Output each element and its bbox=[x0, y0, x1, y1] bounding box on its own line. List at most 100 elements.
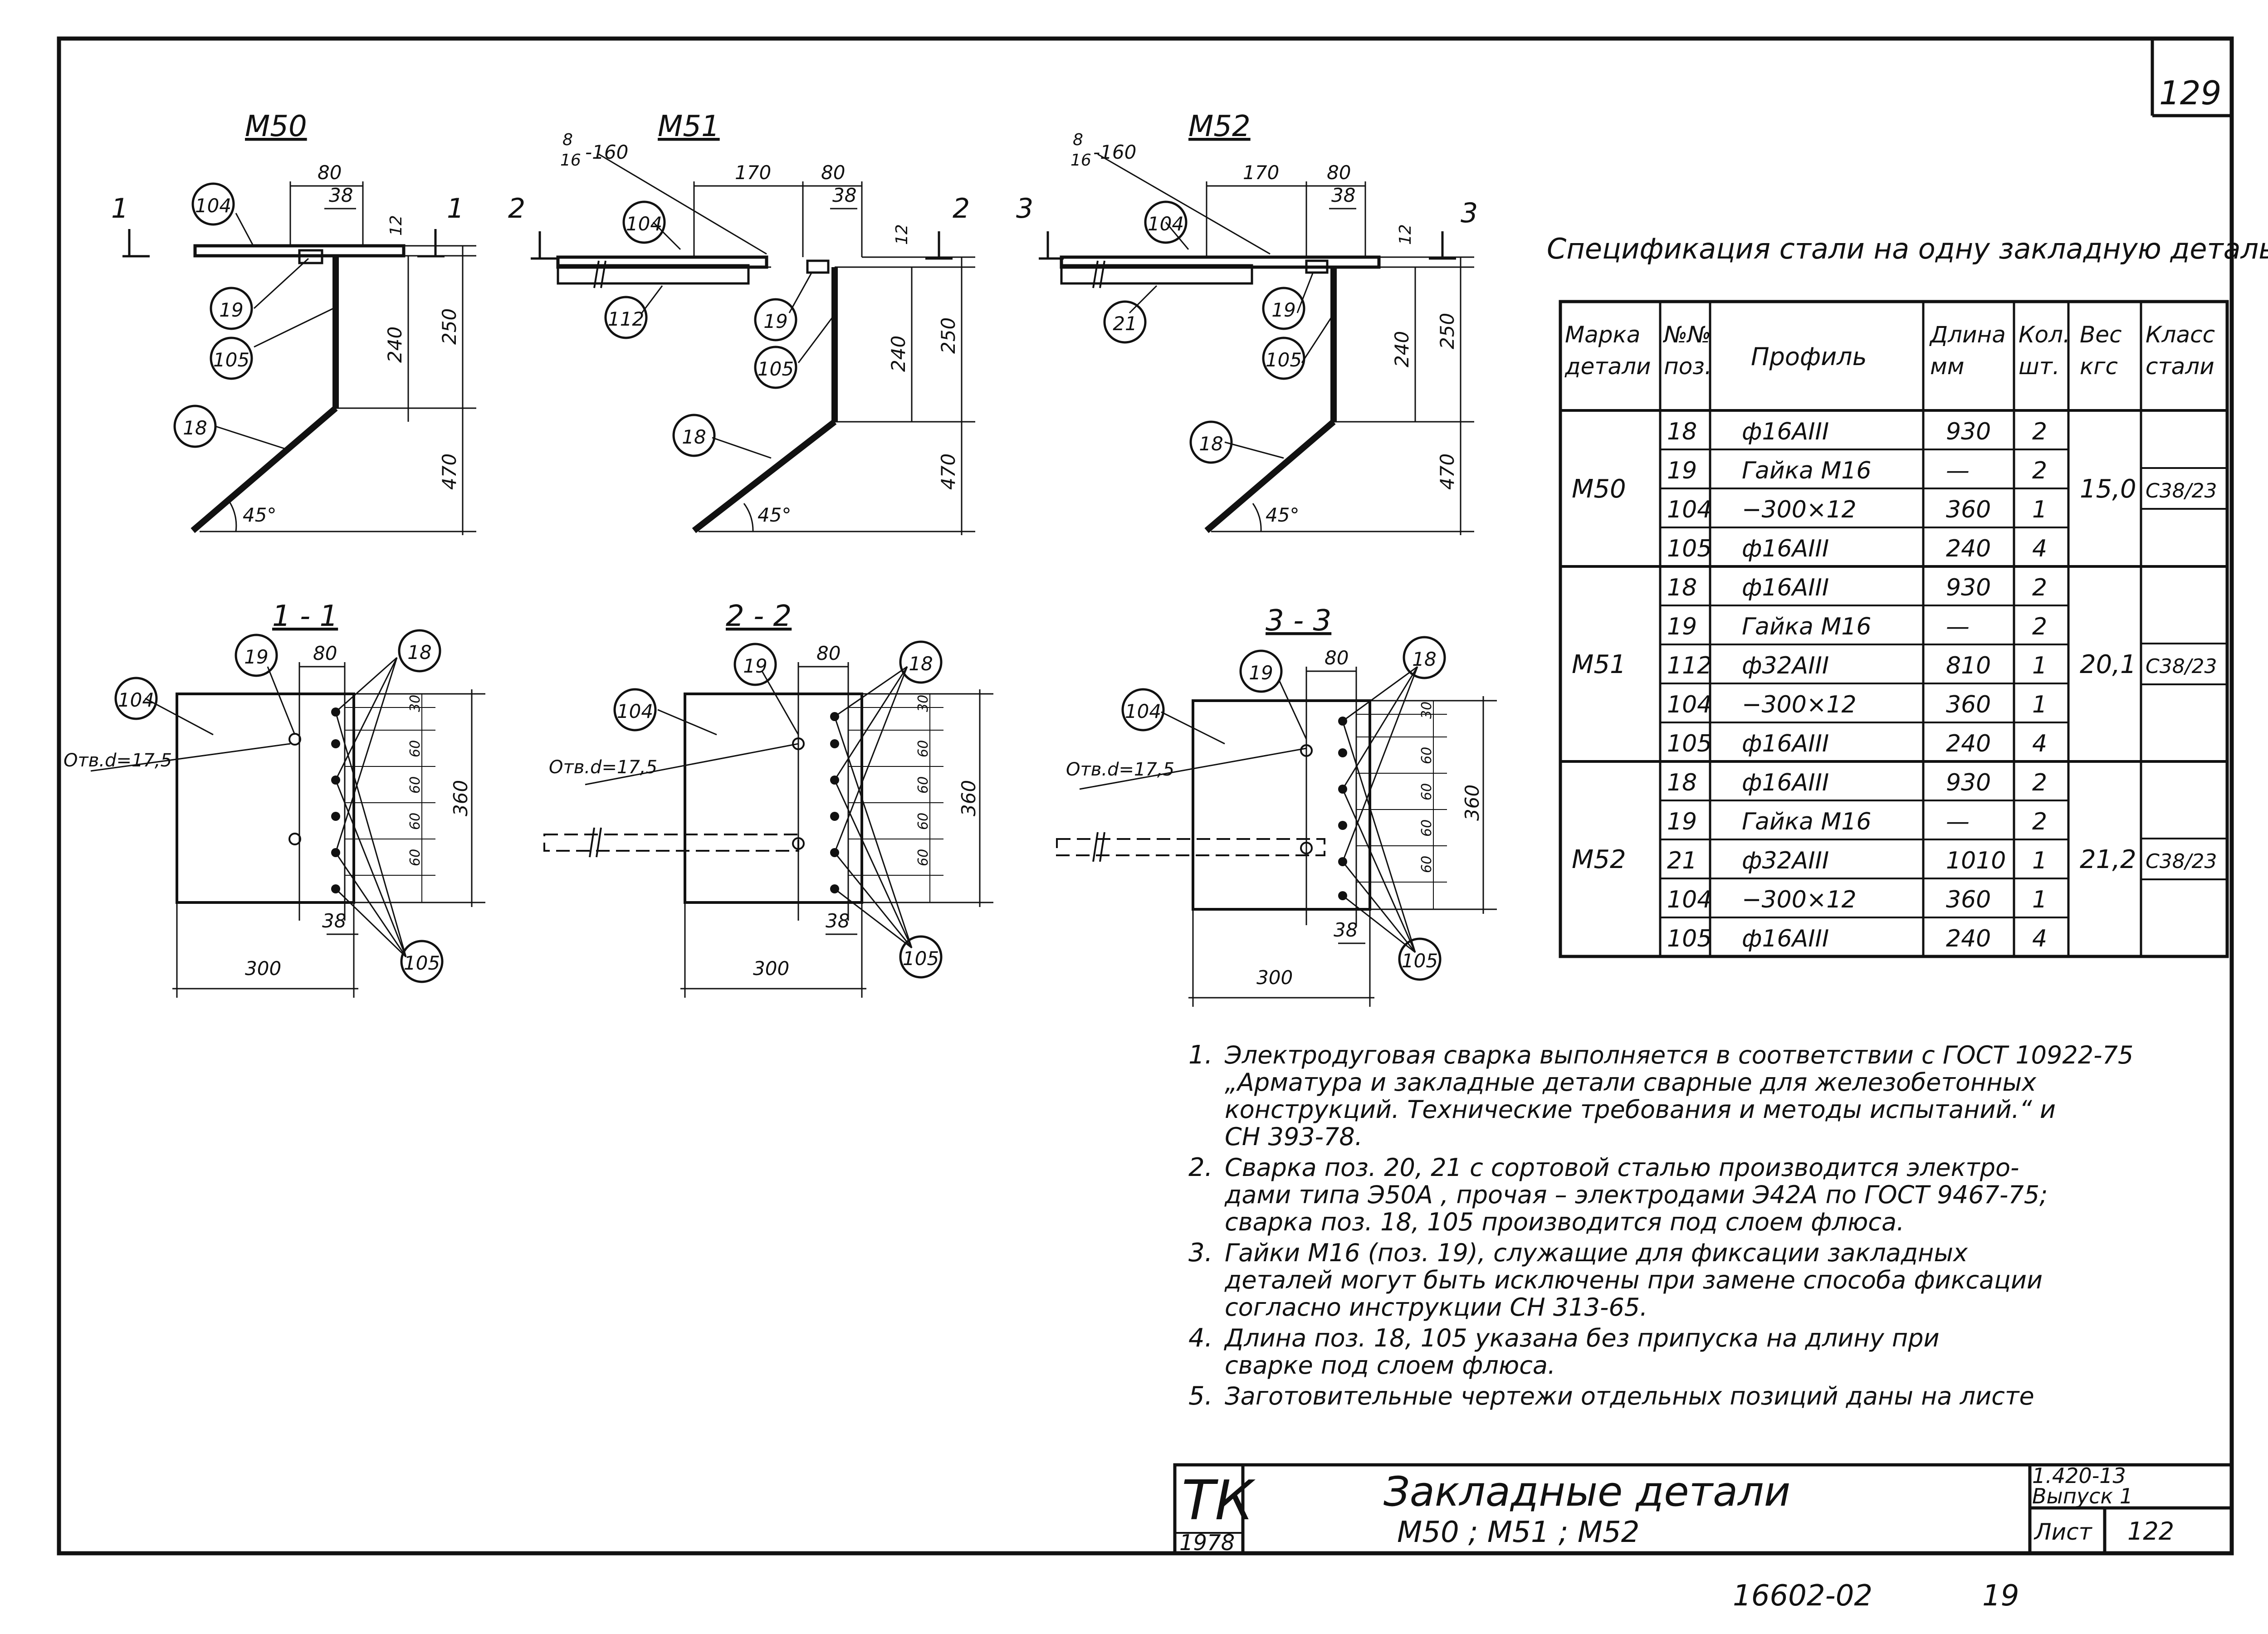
section-mark-left: 3 bbox=[1016, 193, 1033, 224]
spacing-denominator: 16 bbox=[1070, 151, 1091, 170]
spec-cell-pos: 105 bbox=[1667, 925, 1712, 952]
dim-80: 80 bbox=[313, 642, 337, 664]
spec-header-length: мм bbox=[1930, 353, 1964, 380]
callout-plate: 104 bbox=[617, 700, 653, 722]
dim-38: 38 bbox=[322, 910, 346, 932]
callout-circle bbox=[1239, 649, 1283, 693]
spec-cell-length: 930 bbox=[1946, 574, 1991, 601]
dim-38: 38 bbox=[832, 184, 856, 206]
callout-stud: 105 bbox=[1266, 349, 1302, 371]
dim-250: 250 bbox=[1436, 313, 1458, 349]
spec-cell-pos: 19 bbox=[1667, 808, 1697, 835]
spec-frame bbox=[1559, 300, 2229, 958]
dim-angle: 45° bbox=[1266, 504, 1299, 526]
spacing-numerator: 8 bbox=[1073, 131, 1083, 149]
view-m51-labels: M51 8 16 -160 2 2 104 112 19 105 18 170 … bbox=[508, 110, 970, 526]
note-number: 4. bbox=[1188, 1323, 1212, 1353]
callout-plate: 104 bbox=[1148, 213, 1184, 235]
corner-sheet-number: 129 bbox=[2159, 74, 2221, 112]
spec-cell-pos: 112 bbox=[1667, 652, 1712, 679]
spec-cell-length: 360 bbox=[1946, 691, 1991, 718]
spec-header-mark: Марка bbox=[1565, 322, 1640, 348]
spec-cell-pos: 18 bbox=[1667, 574, 1697, 601]
spec-cell-pos: 105 bbox=[1667, 730, 1712, 757]
dim-pitch: 60 bbox=[407, 740, 423, 757]
section-mark-right: 3 bbox=[1461, 197, 1478, 229]
callout-anchor: 18 bbox=[909, 653, 933, 675]
dim-360: 360 bbox=[450, 780, 472, 816]
callout-circle bbox=[1121, 688, 1165, 732]
spec-cell-length: 1010 bbox=[1946, 847, 2006, 874]
view-m52 bbox=[1039, 153, 1474, 535]
callout-plate: 104 bbox=[118, 689, 154, 711]
dim-80: 80 bbox=[1325, 647, 1349, 669]
note-line: деталей могут быть исключены при замене … bbox=[1224, 1266, 2043, 1294]
dim-80: 80 bbox=[816, 642, 841, 664]
view-m51-title: M51 bbox=[658, 110, 720, 143]
callout-stud: 105 bbox=[404, 952, 440, 974]
note-line: Заготовительные чертежи отдельных позици… bbox=[1225, 1382, 2034, 1410]
dim-38: 38 bbox=[1331, 184, 1355, 206]
callout-stud: 105 bbox=[758, 358, 794, 380]
title-block-text: ТК 1978 Закладные детали M50 ; M51 ; M52… bbox=[1179, 1463, 2174, 1556]
spec-cell-pos: 104 bbox=[1667, 496, 1712, 523]
view-m50-labels: M50 1 1 104 19 105 18 80 38 12 240 250 4… bbox=[111, 110, 464, 526]
note-line: дами типа Э50А , прочая – электродами Э4… bbox=[1224, 1180, 2048, 1209]
callout-circle bbox=[1403, 636, 1446, 679]
view-m52-title: M52 bbox=[1188, 110, 1251, 143]
spec-cell-profile: −300×12 bbox=[1742, 691, 1857, 718]
dim-pitch: 60 bbox=[407, 776, 423, 794]
section-2-2 bbox=[543, 662, 993, 998]
spec-cell-steel: C38/23 bbox=[2146, 850, 2217, 873]
view-m51 bbox=[531, 153, 975, 535]
dim-470: 470 bbox=[438, 454, 460, 490]
dim-38: 38 bbox=[826, 910, 850, 932]
callout-circle bbox=[899, 640, 943, 684]
view-m50 bbox=[122, 181, 476, 535]
spec-cell-qty: 1 bbox=[2032, 691, 2047, 718]
spec-cell-length: 240 bbox=[1946, 730, 1991, 757]
callout-nut: 19 bbox=[763, 310, 787, 332]
dim-250: 250 bbox=[937, 317, 959, 354]
section-title: 1 - 1 bbox=[272, 600, 338, 633]
dim-80: 80 bbox=[1327, 161, 1351, 184]
spec-header-mark: детали bbox=[1564, 353, 1651, 380]
section-title: 2 - 2 bbox=[726, 600, 792, 633]
callout-plate: 104 bbox=[1125, 700, 1161, 722]
spec-cell-qty: 4 bbox=[2032, 730, 2047, 757]
spec-cell-qty: 1 bbox=[2032, 652, 2047, 679]
spec-cell-profile: ф16АIII bbox=[1742, 925, 1829, 952]
callout-anchor: 18 bbox=[682, 426, 706, 448]
callout-circle bbox=[622, 200, 666, 244]
dim-pitch: 60 bbox=[407, 813, 423, 830]
view-m52-labels: M52 8 16 -160 3 3 104 21 19 105 18 170 8… bbox=[1016, 110, 1478, 526]
dim-12: 12 bbox=[1396, 224, 1415, 245]
section-2-2-pitch-dims bbox=[848, 694, 943, 902]
callout-circle bbox=[613, 688, 657, 732]
spec-cell-pos: 21 bbox=[1667, 847, 1697, 874]
callout-circle bbox=[733, 643, 777, 686]
section-1-1-pitch-dims bbox=[345, 694, 435, 902]
note-line: сварке под слоем флюса. bbox=[1225, 1351, 1555, 1380]
series-code: 1.420-13 bbox=[2032, 1463, 2126, 1488]
spec-cell-profile: ф16АIII bbox=[1742, 418, 1829, 445]
spec-cell-length: 930 bbox=[1946, 769, 1991, 796]
spec-cell-qty: 2 bbox=[2032, 769, 2047, 796]
spec-cell-qty: 2 bbox=[2032, 457, 2047, 484]
callout-plate: 104 bbox=[195, 195, 231, 217]
dim-240: 240 bbox=[1391, 331, 1413, 367]
callout-circle bbox=[604, 296, 648, 339]
callout-circle bbox=[754, 298, 797, 341]
spec-cell-profile: ф16АIII bbox=[1742, 574, 1829, 601]
hole-diameter: Отв.d=17,5 bbox=[549, 757, 657, 778]
doc-subtitle: M50 ; M51 ; M52 bbox=[1397, 1516, 1639, 1549]
spec-cell-length: 240 bbox=[1946, 925, 1991, 952]
spec-cell-pos: 19 bbox=[1667, 613, 1697, 640]
bottom-code: 16602-02 bbox=[1733, 1579, 1872, 1613]
spec-header-profile: Профиль bbox=[1751, 342, 1867, 371]
hole-diameter: Отв.d=17,5 bbox=[1066, 759, 1174, 780]
note-line: конструкций. Технические требования и ме… bbox=[1225, 1095, 2056, 1124]
note-number: 2. bbox=[1188, 1153, 1212, 1182]
dim-pitch: 30 bbox=[1419, 702, 1435, 719]
